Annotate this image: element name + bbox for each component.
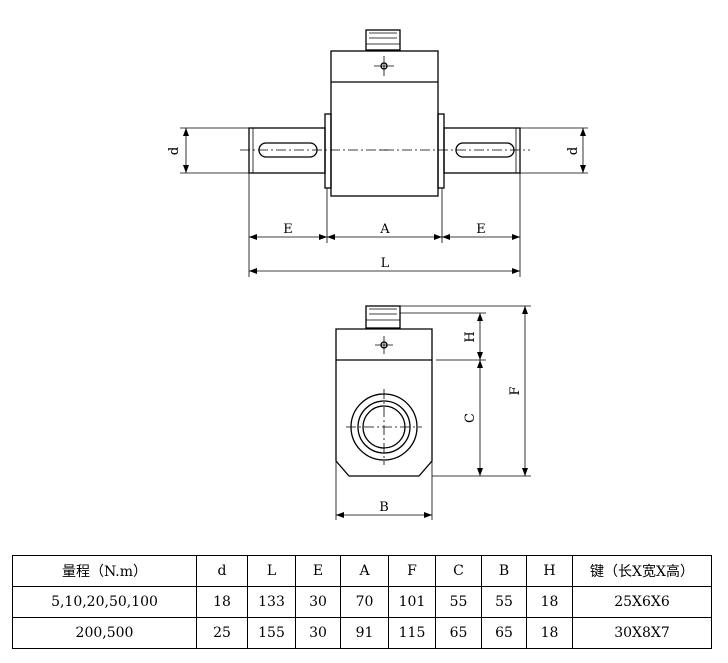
side-connector [365,305,401,329]
dim-label-L: L [381,256,390,271]
table-header-cell: C [435,555,482,587]
table-row: 5,10,20,50,100 18 133 30 70 101 55 55 18… [12,586,712,618]
table-header-cell: L [247,555,296,587]
table-header-cell: 键（长X宽X高） [572,555,712,587]
table-cell: 70 [340,586,389,618]
left-shaft [248,127,326,174]
table-cell: 115 [388,617,436,649]
table-cell: 30 [295,586,341,618]
dim-label-A: A [379,222,390,237]
dim-label-d-right: d [566,147,581,155]
dim-label-E-right: E [476,222,486,237]
table-row: 200,500 25 155 30 91 115 65 65 18 30X8X7 [12,617,712,649]
spec-table: 量程（N.m） d L E A F C B H 键（长X宽X高） 5,10,20… [12,555,712,649]
table-cell: 30X8X7 [572,617,712,649]
table-header-cell: F [388,555,436,587]
table-cell: 18 [196,586,248,618]
dim-label-F: F [508,386,523,395]
table-cell: 55 [435,586,482,618]
table-header-cell: 量程（N.m） [12,555,197,587]
table-cell: 18 [526,617,573,649]
table-cell: 25X6X6 [572,586,712,618]
table-cell: 101 [388,586,436,618]
dim-label-E-left: E [283,222,293,237]
table-cell: 25 [196,617,248,649]
table-cell: 91 [340,617,389,649]
table-cell: 133 [247,586,296,618]
connector [365,29,401,51]
table-header-cell: E [295,555,341,587]
table-cell: 55 [481,586,527,618]
sensor-body [330,50,439,197]
table-cell: 65 [435,617,482,649]
dim-label-d-left: d [167,147,182,155]
table-cell: 65 [481,617,527,649]
table-header-row: 量程（N.m） d L E A F C B H 键（长X宽X高） [12,555,712,587]
side-view: H C F B [335,305,531,520]
right-shaft [443,127,521,174]
table-header-cell: H [526,555,573,587]
right-flange [437,113,445,189]
table-cell: 5,10,20,50,100 [12,586,197,618]
dim-label-B: B [379,500,389,515]
table-header-cell: d [196,555,248,587]
table-cell: 200,500 [12,617,197,649]
table-header-cell: B [481,555,527,587]
front-view: d d E A E L [167,29,588,277]
table-cell: 18 [526,586,573,618]
table-header-cell: A [340,555,389,587]
table-cell: 30 [295,617,341,649]
left-flange [324,113,332,189]
dim-label-C: C [463,413,478,423]
technical-drawing: d d E A E L [167,29,588,520]
table-cell: 155 [247,617,296,649]
dim-label-H: H [463,331,478,342]
